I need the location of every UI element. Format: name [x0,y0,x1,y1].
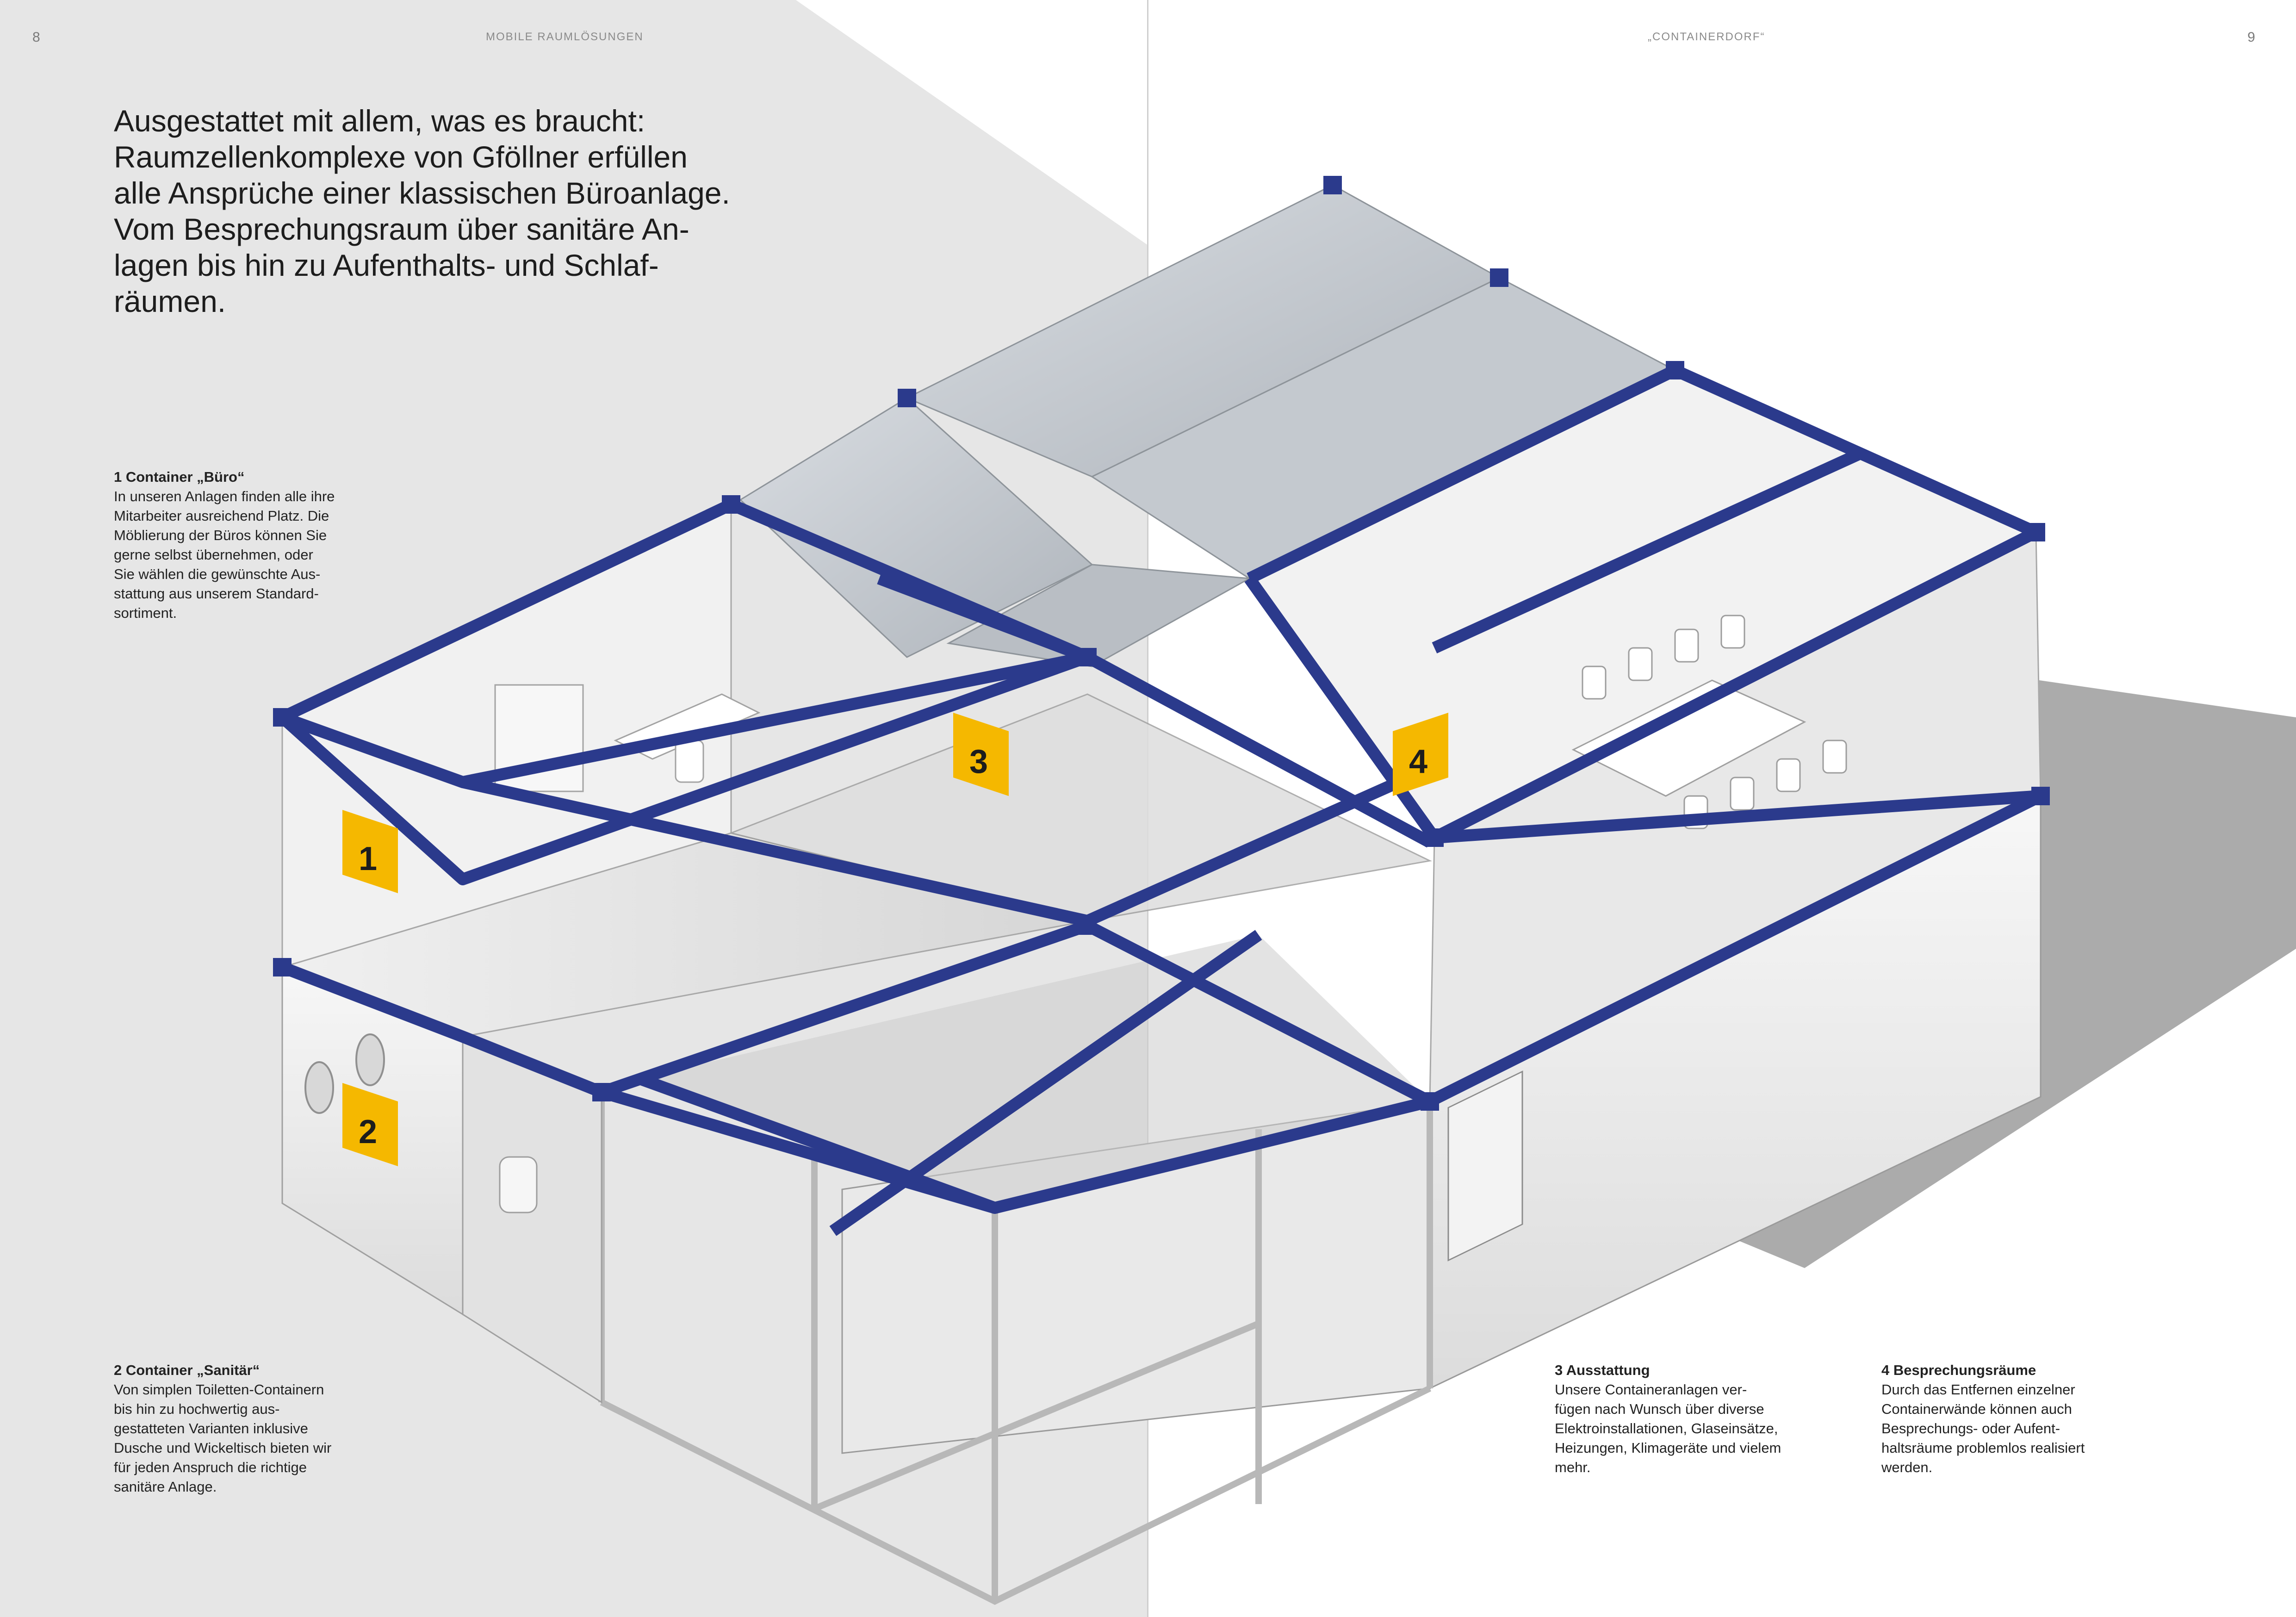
caption-title: 3 Ausstattung [1555,1362,1650,1378]
intro-headline: Ausgestattet mit allem, was es braucht: … [114,104,730,318]
caption-text: Unsere Containeranlagen ver- fügen nach … [1555,1381,1781,1475]
caption-equipment: 3 Ausstattung Unsere Containeranlagen ve… [1555,1361,1860,1477]
caption-sanitary-container: 2 Container „Sanitär“ Von simplen Toilet… [114,1361,419,1497]
page-number-left: 8 [32,30,41,45]
caption-text: In unseren Anlagen finden alle ihre Mita… [114,488,335,621]
caption-title: 4 Besprechungsräume [1881,1362,2036,1378]
spine-gutter [1147,0,1148,1617]
page-number-right: 9 [2247,30,2256,45]
running-head-right: „CONTAINERDORF“ [1648,31,1765,43]
caption-title: 2 Container „Sanitär“ [114,1362,260,1378]
caption-title: 1 Container „Büro“ [114,469,245,485]
caption-text: Von simplen Toiletten-Containern bis hin… [114,1381,332,1495]
running-head-left: MOBILE RAUMLÖSUNGEN [486,31,644,43]
caption-text: Durch das Entfernen einzelner Containerw… [1881,1381,2085,1475]
caption-meeting-rooms: 4 Besprechungsräume Durch das Entfernen … [1881,1361,2159,1477]
right-page: 9 „CONTAINERDORF“ [1148,0,2296,1617]
caption-office-container: 1 Container „Büro“ In unseren Anlagen fi… [114,467,410,623]
